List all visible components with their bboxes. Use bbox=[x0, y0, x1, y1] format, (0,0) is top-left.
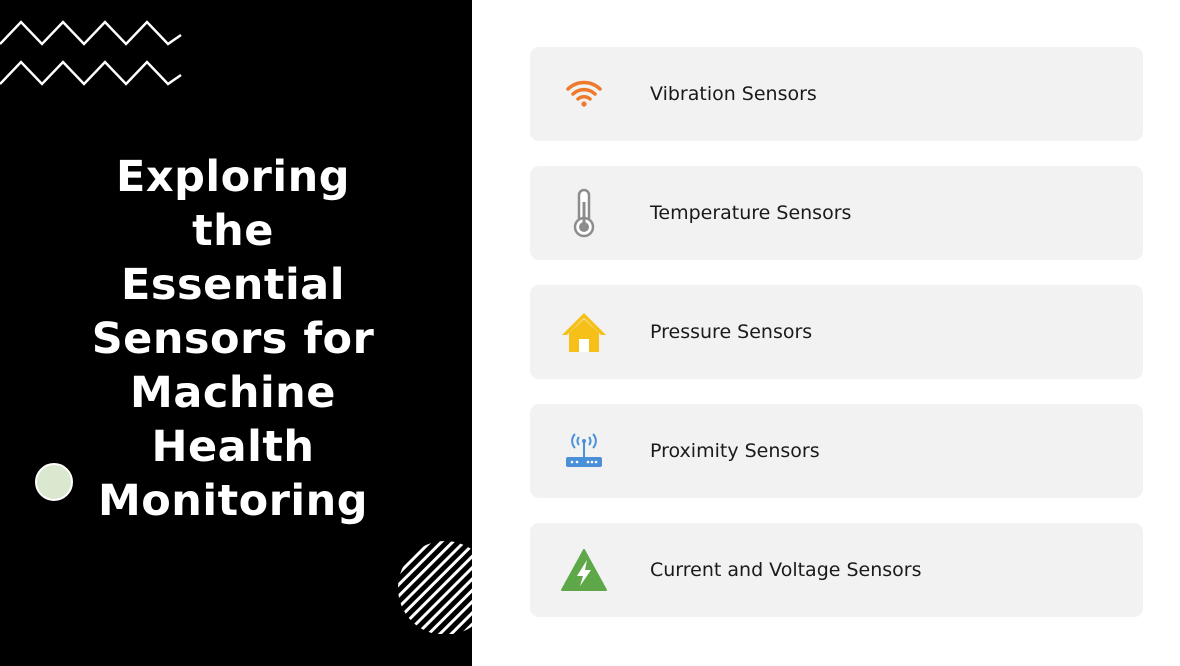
high-voltage-warning-icon bbox=[558, 545, 610, 595]
zigzag-decoration bbox=[0, 20, 182, 86]
sensor-label: Pressure Sensors bbox=[650, 321, 813, 343]
wifi-icon bbox=[558, 69, 610, 119]
house-icon bbox=[558, 307, 610, 357]
sensor-label: Current and Voltage Sensors bbox=[650, 559, 922, 581]
sensor-card-pressure: Pressure Sensors bbox=[530, 285, 1143, 379]
sensor-card-temperature: Temperature Sensors bbox=[530, 166, 1143, 260]
left-panel: Exploring the Essential Sensors for Mach… bbox=[0, 0, 472, 666]
sensor-label: Vibration Sensors bbox=[650, 83, 817, 105]
thermometer-icon bbox=[558, 188, 610, 238]
sensor-card-proximity: Proximity Sensors bbox=[530, 404, 1143, 498]
slide-title: Exploring the Essential Sensors for Mach… bbox=[91, 152, 375, 526]
hatched-circle-decoration bbox=[398, 541, 472, 634]
sensor-card-vibration: Vibration Sensors bbox=[530, 47, 1143, 141]
sensor-card-current-voltage: Current and Voltage Sensors bbox=[530, 523, 1143, 617]
sensor-label: Temperature Sensors bbox=[650, 202, 852, 224]
router-icon bbox=[558, 426, 610, 476]
sensor-list: Vibration Sensors Temperature Sensors Pr… bbox=[530, 47, 1143, 642]
sensor-label: Proximity Sensors bbox=[650, 440, 820, 462]
circle-decoration bbox=[35, 463, 73, 501]
